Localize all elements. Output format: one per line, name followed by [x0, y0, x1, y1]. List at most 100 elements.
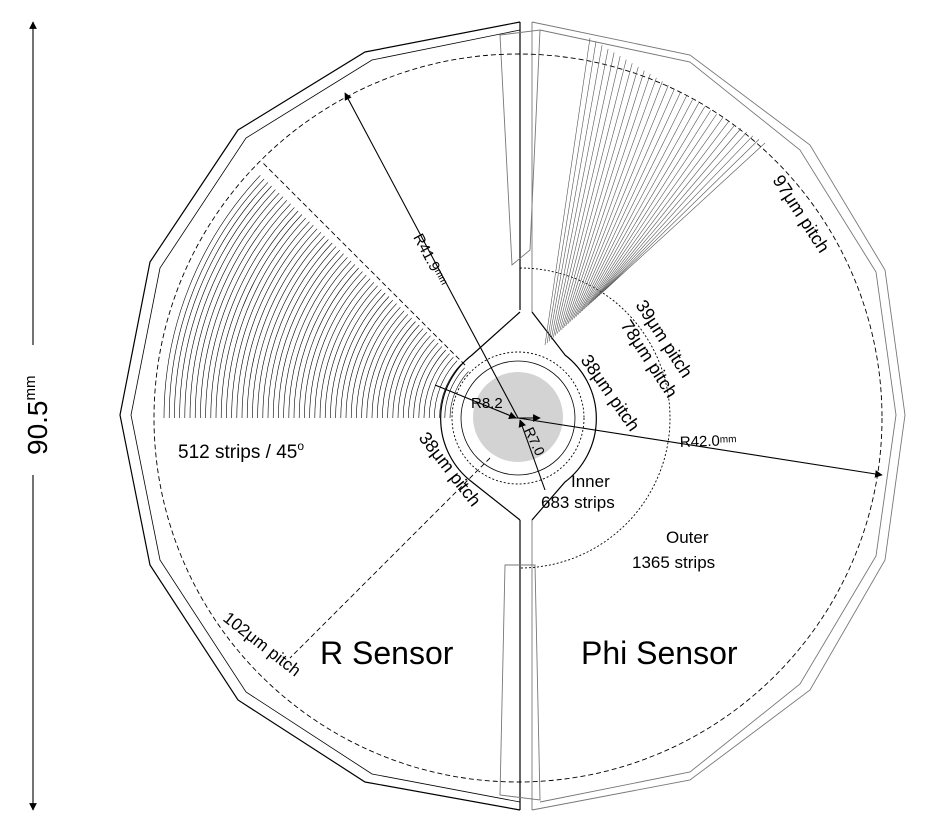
r-strip-arc	[168, 178, 265, 419]
phi-strip-line	[602, 139, 760, 293]
phi-strip-line	[567, 77, 657, 325]
r-strip-arc	[163, 175, 261, 419]
phi-strip-line	[596, 128, 742, 298]
center-split	[499, 22, 541, 810]
inner-cutout	[440, 311, 597, 521]
phi-inner-strips-label: 683 strips	[541, 493, 615, 512]
r-strip-arc	[210, 207, 295, 419]
phi-strip-line	[604, 142, 766, 291]
r-strip-arc	[361, 310, 405, 419]
phi-strip-line	[584, 106, 705, 310]
r-strip-arc	[376, 321, 416, 419]
phi-strip-line	[586, 110, 711, 308]
phi-strip-line	[557, 59, 627, 334]
inner-cutout-label: R8.2	[471, 395, 503, 412]
r-strip-arc	[356, 306, 401, 419]
r-strip-arc	[272, 249, 341, 419]
phi-outer-radius-arrow	[517, 417, 883, 478]
r-strip-arc	[413, 346, 443, 419]
r-sensor-strips	[163, 175, 469, 419]
r-strip-arc	[283, 257, 348, 419]
r-strip-arc	[371, 317, 412, 419]
r-strip-arc	[262, 242, 333, 419]
r-strip-arc	[236, 224, 314, 419]
phi-strip-line	[579, 99, 693, 313]
r-strip-arc	[189, 192, 280, 419]
phi-strip-line	[546, 41, 597, 344]
r-strip-arc	[382, 324, 420, 419]
r-strip-arc	[392, 331, 428, 419]
r-strip-arc	[350, 303, 397, 419]
r-strip-arc	[246, 232, 322, 419]
r-strip-arc	[288, 260, 352, 419]
overall-dimension-label: 90.5mm	[22, 376, 53, 456]
r-outer-radius-arrow	[344, 92, 519, 419]
phi-strip-line	[592, 121, 730, 302]
r-strip-arc	[194, 196, 284, 419]
r-strip-arc	[418, 349, 447, 419]
phi-strip-line	[565, 74, 651, 327]
r-strip-arc	[330, 289, 382, 419]
phi-strip-line	[575, 92, 681, 317]
overall-dimension: 90.5mm	[14, 21, 53, 811]
r-outer-pitch-label: 102μm pitch	[220, 608, 305, 680]
r-strip-arc	[387, 328, 424, 419]
phi-strip-line	[600, 135, 754, 295]
phi-inner-region-label: Inner	[571, 472, 610, 491]
r-strip-arc	[293, 264, 356, 419]
phi-sensor-strips	[544, 37, 766, 346]
phi-strip-line	[588, 113, 717, 306]
phi-strip-line	[555, 56, 621, 336]
phi-outer-region-label: Outer	[666, 528, 709, 547]
r-strip-arc	[241, 228, 318, 419]
phi-strip-line	[548, 45, 603, 342]
r-strip-arc	[184, 189, 276, 419]
r-strip-arc	[319, 282, 375, 419]
r-strip-arc	[366, 314, 409, 419]
phi-strip-line	[598, 131, 748, 296]
r-strip-arc	[226, 217, 306, 419]
r-strip-arc	[408, 342, 439, 419]
phi-strip-line	[573, 88, 675, 319]
phi-strip-line	[544, 37, 591, 346]
r-strip-arc	[335, 292, 386, 419]
r-strip-arc	[345, 299, 394, 419]
r-strip-arc	[309, 274, 367, 419]
radius-arrows	[344, 92, 883, 491]
phi-strip-line	[561, 66, 639, 330]
r-strip-arc	[257, 239, 329, 419]
phi-strip-line	[569, 81, 663, 323]
r-outer-radius-label: R41.9mm	[409, 231, 451, 289]
r-sensor-title: R Sensor	[320, 635, 454, 671]
phi-strip-line	[571, 84, 669, 321]
r-strip-arc	[314, 278, 371, 419]
phi-strip-line	[577, 95, 687, 315]
inner-active-arrow	[518, 419, 546, 491]
phi-outer-radius-label: R42.0mm	[680, 432, 737, 451]
r-strip-arc	[174, 182, 269, 419]
phi-strip-line	[553, 52, 615, 338]
r-strip-arc	[397, 335, 431, 419]
r-strip-arc	[220, 214, 303, 419]
r-strip-arc	[215, 210, 299, 419]
phi-strip-line	[550, 48, 609, 340]
phi-inner-pitch-label: 38μm pitch	[577, 351, 644, 435]
r-strip-arc	[304, 271, 363, 419]
phi-strip-line	[563, 70, 645, 328]
active-area-circle	[153, 53, 883, 783]
r-strip-arc	[267, 246, 337, 419]
phi-strip-line	[590, 117, 724, 304]
phi-sensor-outline	[531, 21, 906, 811]
r-strip-arc	[402, 339, 435, 419]
phi-sensor-title: Phi Sensor	[581, 635, 738, 671]
r-strip-arc	[205, 203, 291, 419]
r-strip-arc	[278, 253, 344, 419]
r-strip-arc	[340, 296, 390, 419]
r-strip-arc	[252, 235, 325, 419]
r-strip-arc	[298, 267, 359, 419]
phi-outer-pitch-label: 97μm pitch	[769, 171, 834, 256]
r-strip-arc	[179, 185, 272, 419]
r-sensor-outline	[119, 21, 521, 811]
r-strip-arc	[231, 221, 310, 419]
